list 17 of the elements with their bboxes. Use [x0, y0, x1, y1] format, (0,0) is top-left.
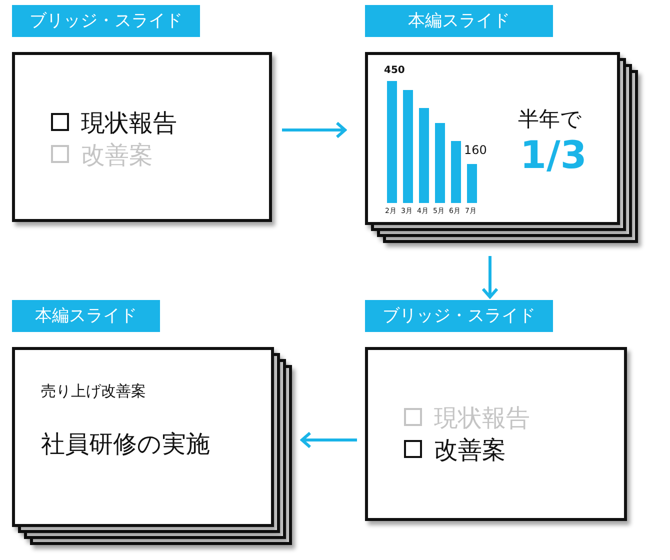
checklist-item: 現状報告 [81, 108, 177, 139]
slide-heading: 本編スライド [12, 300, 160, 332]
arrow [282, 122, 346, 138]
value-label: 160 [464, 143, 487, 157]
highlight-number: 1/3 [520, 133, 587, 177]
slide-subtitle: 売り上げ改善案 [41, 382, 146, 401]
checklist-item: 改善案 [434, 435, 506, 466]
checklist-item: 現状報告 [434, 403, 530, 434]
arrow [300, 432, 357, 448]
value-label: 450 [384, 65, 405, 76]
slide-body-text: 社員研修の実施 [41, 429, 210, 460]
slide-heading: 本編スライド [365, 5, 553, 37]
slide-text: 半年で [518, 106, 582, 133]
slide-heading: ブリッジ・スライド [12, 5, 200, 37]
slide-heading: ブリッジ・スライド [365, 300, 553, 332]
arrow [482, 256, 498, 298]
checklist-item: 改善案 [81, 140, 153, 171]
